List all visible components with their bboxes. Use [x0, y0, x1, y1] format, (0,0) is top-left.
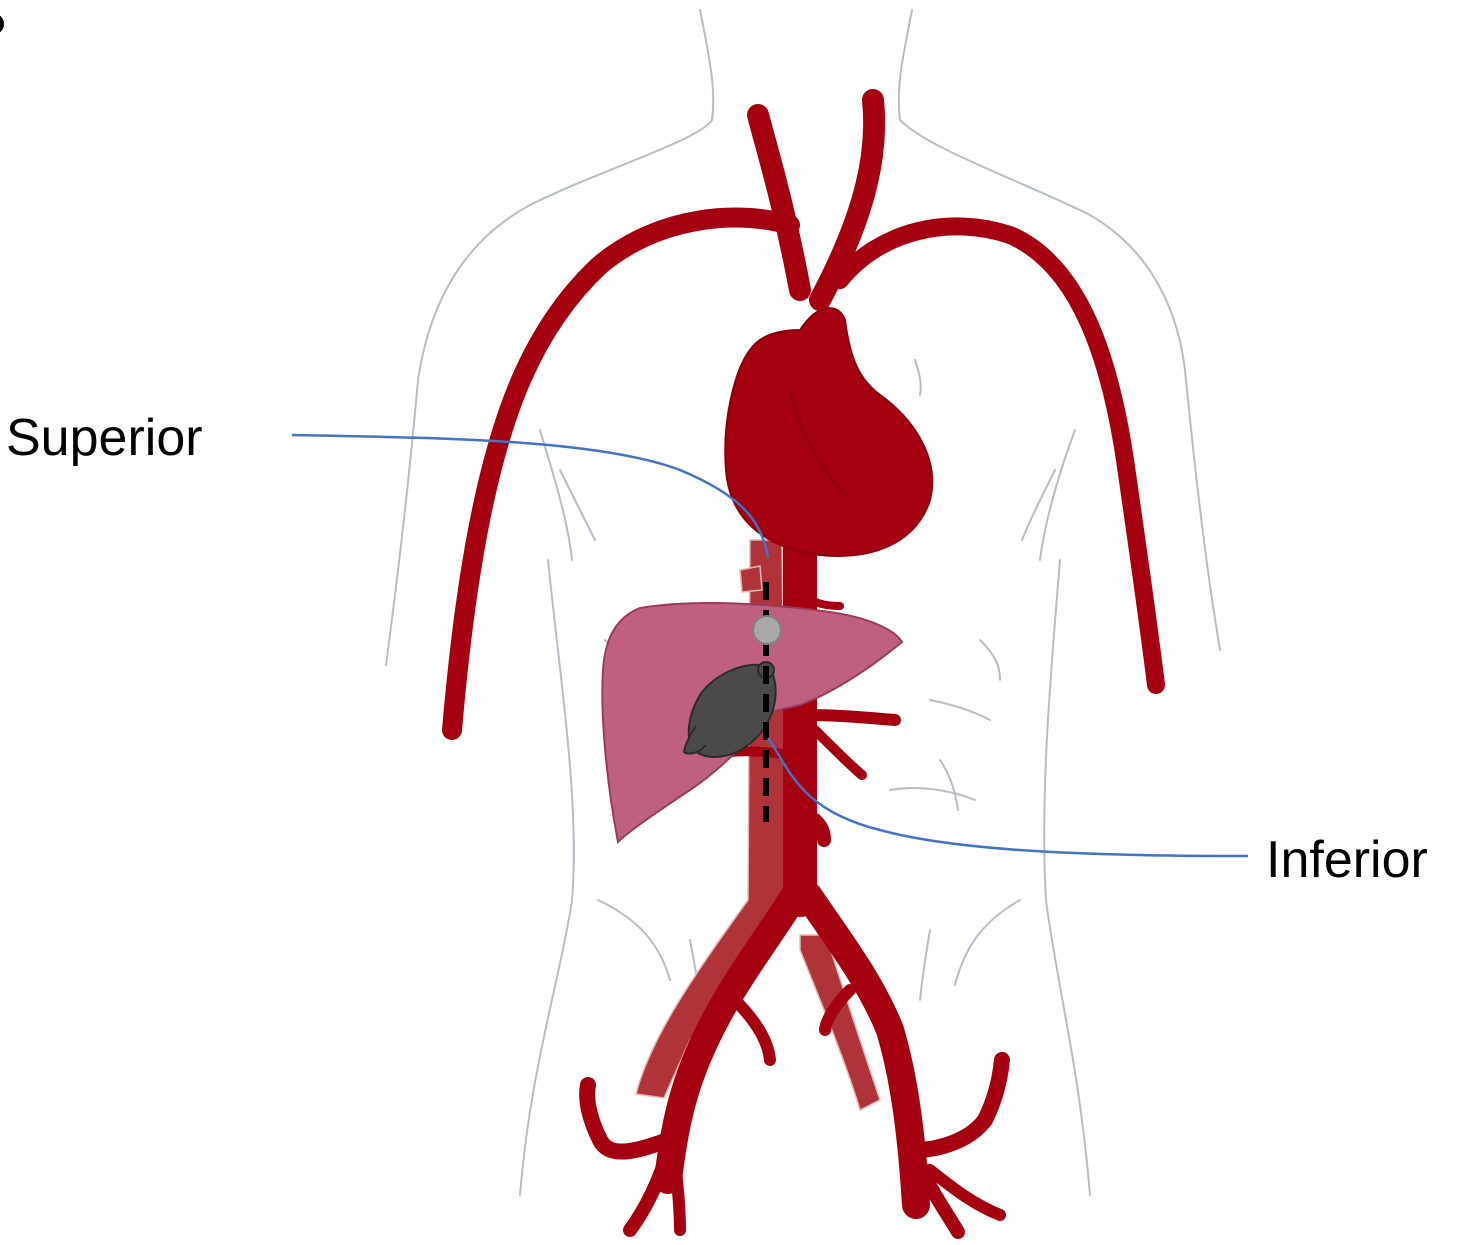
superior-leader-line: [292, 435, 768, 558]
junction-marker: [753, 616, 781, 644]
superior-label: Superior: [6, 412, 203, 464]
inferior-label: Inferior: [1266, 834, 1428, 886]
panel-letter-mark: [0, 0, 12, 42]
heart: [725, 308, 932, 556]
